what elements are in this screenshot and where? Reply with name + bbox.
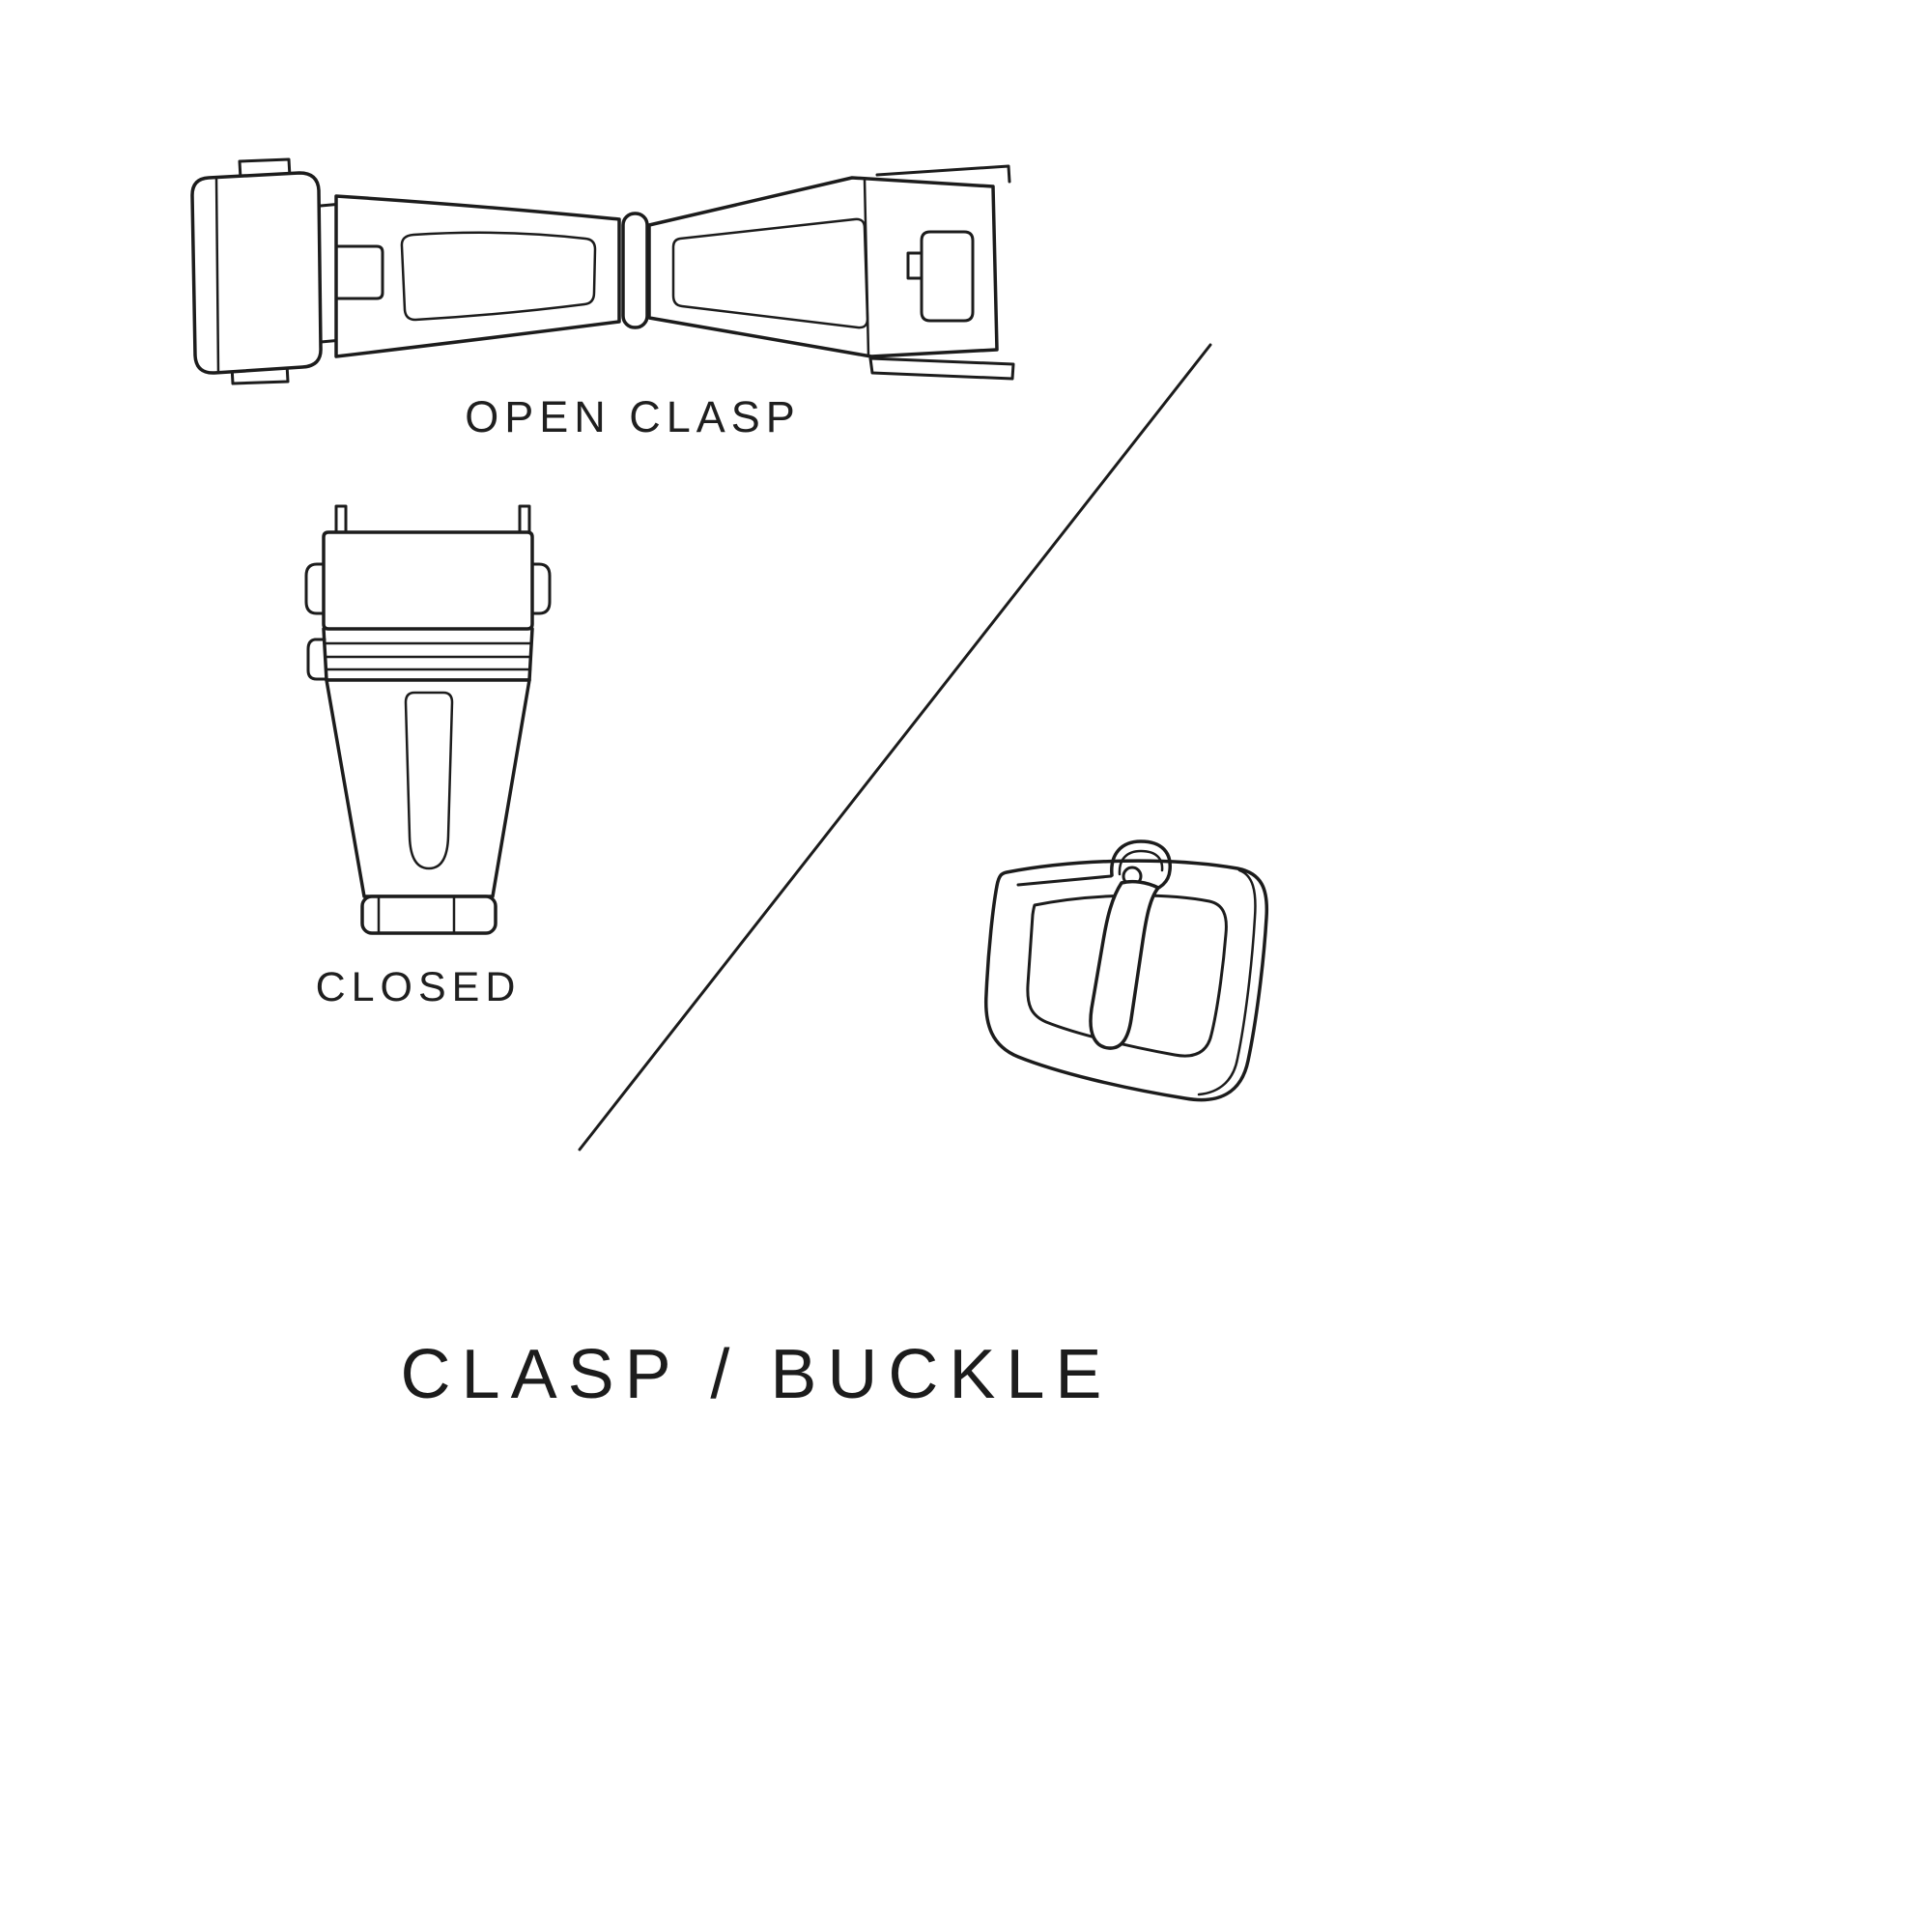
- closed-foot: [360, 895, 497, 935]
- closed-body-slot: [404, 691, 454, 870]
- diagram-title: CLASP / BUCKLE: [400, 1336, 1113, 1413]
- divider-line: [578, 343, 1212, 1151]
- right-blade-inner-outline: [671, 217, 869, 329]
- left-blade: [334, 194, 621, 358]
- closed-band-left-tab: [306, 638, 328, 681]
- left-blade-notch: [334, 244, 384, 300]
- closed-band-lines: [323, 641, 533, 671]
- end-link-edge-line: [214, 176, 220, 375]
- keeper-cutout: [920, 230, 975, 323]
- closed-cover: [322, 530, 534, 631]
- left-blade-inner-outline: [400, 231, 597, 322]
- open-clasp-illustration: [190, 157, 1015, 385]
- right-end-top-bar: [875, 164, 1011, 184]
- buckle-pin-loop-outer: [1110, 839, 1172, 894]
- buckle-frame-inner: [1026, 894, 1228, 1058]
- keeper-hook: [906, 251, 923, 280]
- buckle-tongue: [1089, 879, 1160, 1050]
- center-hinge: [621, 212, 649, 329]
- open-clasp-label: OPEN CLASP: [465, 392, 801, 441]
- closed-body: [325, 678, 531, 898]
- end-link-body: [190, 171, 323, 375]
- closed-clasp-label: CLOSED: [315, 964, 522, 1010]
- right-end-bottom-bar: [868, 356, 1015, 381]
- right-blade: [647, 176, 999, 358]
- closed-band-sides: [322, 627, 534, 682]
- closed-ear-left: [304, 562, 326, 615]
- pin-buckle-illustration: [983, 839, 1269, 1102]
- buckle-axle: [1016, 874, 1113, 887]
- buckle-frame-right-edge: [1197, 868, 1257, 1096]
- closed-clasp-illustration: [304, 504, 552, 935]
- closed-ear-right: [530, 562, 552, 615]
- buckle-pin-loop-inner: [1118, 849, 1164, 876]
